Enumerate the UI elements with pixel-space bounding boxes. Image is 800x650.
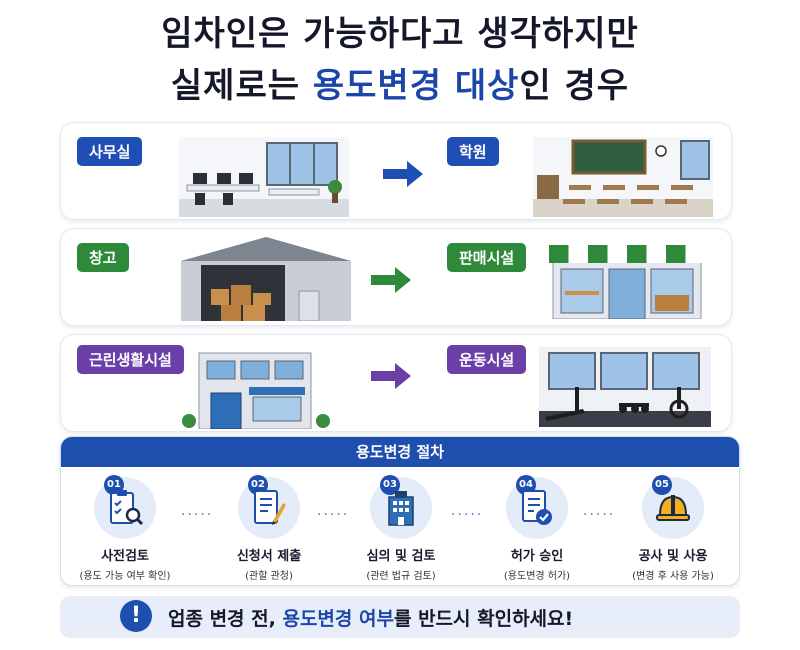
notice-text-pre: 업종 변경 전, — [168, 608, 283, 630]
hard-hat-icon — [656, 495, 690, 521]
step-3-number: 03 — [380, 475, 400, 495]
case-row-office-academy: 사무실 학원 — [60, 122, 732, 220]
procedure-step-2: 02 신청서 제출 (관할 관청) — [209, 475, 329, 582]
notice-bar: ! 업종 변경 전, 용도변경 여부를 반드시 확인하세요! — [60, 596, 740, 638]
step-4-name: 허가 승인 — [510, 549, 564, 564]
step-1-icon-circle: 01 — [94, 475, 156, 539]
step-5-desc: (변경 후 사용 가능) — [632, 571, 714, 582]
gym-illustration-icon — [539, 347, 711, 427]
step-3-desc: (관련 법규 검토) — [366, 571, 436, 582]
to-badge-sports: 운동시설 — [447, 345, 527, 374]
to-badge-retail: 판매시설 — [447, 243, 527, 272]
procedure-step-4: 04 허가 승인 (용도변경 허가) — [477, 475, 597, 582]
procedure-step-1: 01 사전검토 (용도 가능 여부 확인) — [65, 475, 185, 582]
step-5-number: 05 — [652, 475, 672, 495]
warehouse-illustration-icon — [181, 237, 351, 321]
building-illustration-icon — [182, 352, 330, 429]
store-illustration-icon — [549, 245, 705, 319]
from-badge-neighborhood: 근린생활시설 — [77, 345, 184, 374]
step-2-desc: (관할 관청) — [245, 571, 293, 582]
title-line-2: 실제로는 용도변경 대상인 경우 — [0, 58, 800, 107]
procedure-step-5: 05 공사 및 사용 (변경 후 사용 가능) — [613, 475, 733, 582]
step-3-name: 심의 및 검토 — [366, 549, 436, 564]
document-pen-icon — [254, 490, 286, 525]
step-4-desc: (용도변경 허가) — [503, 571, 571, 582]
title-line-1: 임차인은 가능하다고 생각하지만 — [161, 14, 639, 54]
from-badge-office: 사무실 — [77, 137, 143, 166]
procedure-heading: 용도변경 절차 — [61, 437, 739, 467]
step-1-name: 사전검토 — [101, 549, 149, 564]
step-5-name: 공사 및 사용 — [638, 549, 708, 564]
step-connector-dots: ····· — [583, 507, 616, 523]
arrow-right-icon — [371, 267, 411, 293]
step-2-icon-circle: 02 — [238, 475, 300, 539]
step-4-icon-circle: 04 — [506, 475, 568, 539]
notice-text: 업종 변경 전, 용도변경 여부를 반드시 확인하세요! — [168, 604, 573, 631]
case-row-neighborhood-sports: 근린생활시설 운동시설 — [60, 334, 732, 432]
step-1-desc: (용도 가능 여부 확인) — [79, 571, 171, 582]
title-line-2-highlight: 용도변경 대상 — [312, 66, 520, 106]
step-2-name: 신청서 제출 — [236, 549, 302, 564]
title-line-2-pre: 실제로는 — [170, 66, 313, 106]
building-icon — [388, 491, 414, 526]
step-5-icon-circle: 05 — [642, 475, 704, 539]
arrow-right-icon — [383, 161, 423, 187]
step-connector-dots: ····· — [181, 507, 214, 523]
office-illustration-icon — [179, 137, 349, 217]
case-row-warehouse-retail: 창고 판매시설 — [60, 228, 732, 326]
step-connector-dots: ····· — [317, 507, 350, 523]
notice-text-post: 를 반드시 확인하세요! — [393, 608, 574, 630]
exclamation-icon: ! — [120, 600, 152, 632]
approved-document-icon — [522, 490, 552, 525]
title-line-2-post: 인 경우 — [519, 66, 630, 106]
step-3-icon-circle: 03 — [370, 475, 432, 539]
from-badge-warehouse: 창고 — [77, 243, 129, 272]
notice-text-highlight: 용도변경 여부 — [282, 608, 394, 630]
step-connector-dots: ····· — [451, 507, 484, 523]
arrow-right-icon — [371, 363, 411, 389]
procedure-step-3: 03 심의 및 검토 (관련 법규 검토) — [341, 475, 461, 582]
to-badge-academy: 학원 — [447, 137, 499, 166]
clipboard-search-icon — [110, 490, 143, 526]
procedure-panel: 용도변경 절차 01 사전검토 (용도 가능 여부 확인) ····· 02 — [60, 436, 740, 586]
classroom-illustration-icon — [533, 137, 713, 217]
